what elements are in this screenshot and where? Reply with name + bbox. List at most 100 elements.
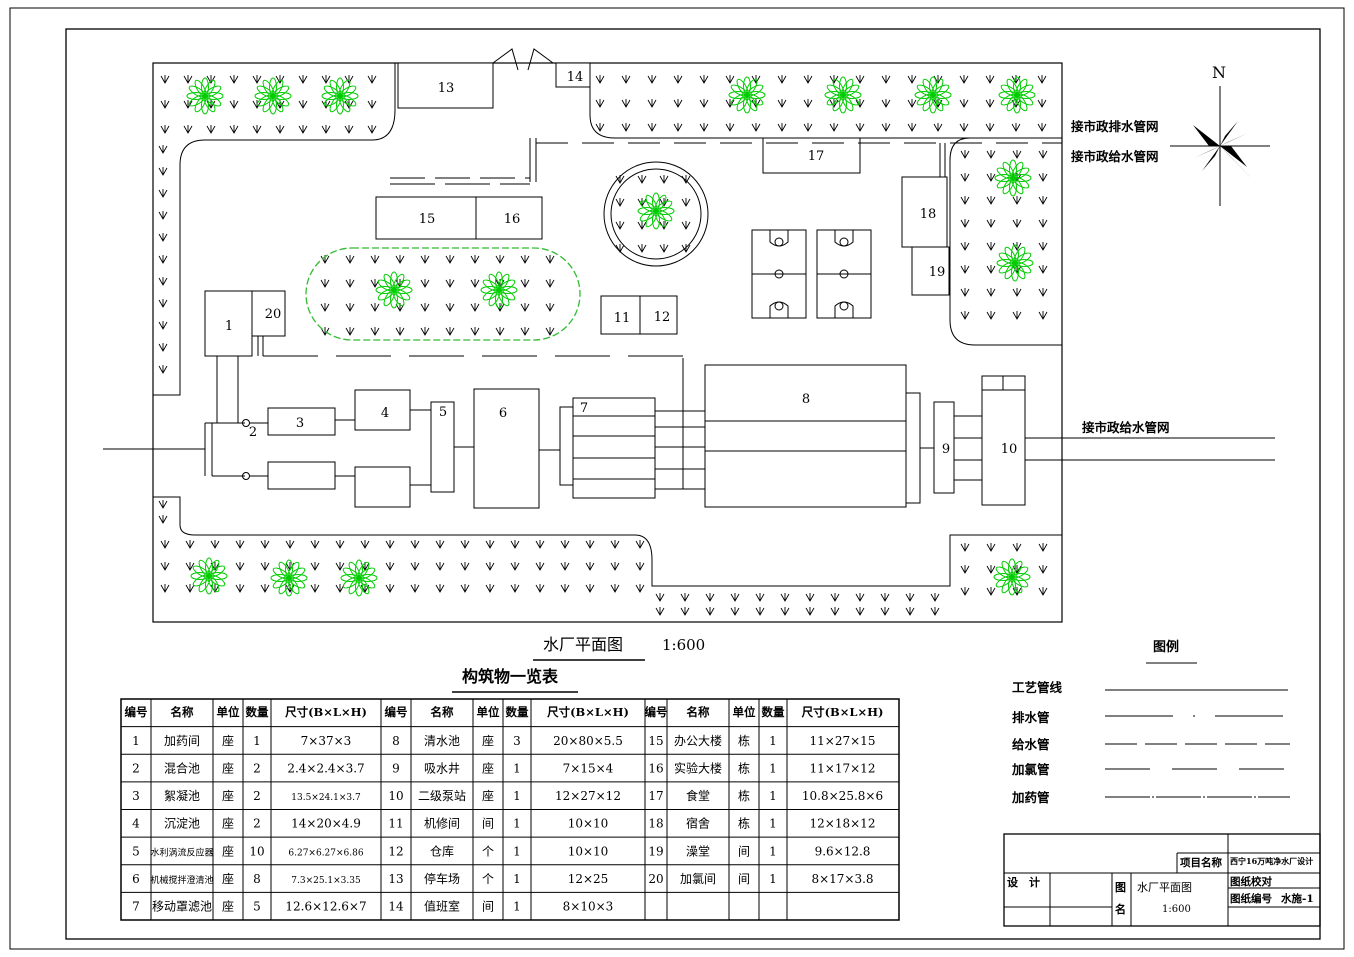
table-cell: 宿舍 <box>686 816 710 831</box>
tree-mark <box>470 326 480 336</box>
tree-mark <box>158 342 168 352</box>
tree-mark <box>545 278 555 288</box>
tree-mark <box>659 174 669 184</box>
tree-mark <box>930 606 940 616</box>
table-cell: 11×27×15 <box>810 734 876 748</box>
tree-mark <box>960 542 970 552</box>
tree-mark <box>510 583 520 593</box>
table-cell: 1 <box>513 844 521 858</box>
title-block: 项目名称 西宁16万吨净水厂设计 设 计 图 名 水厂平面图 1:600 图纸校… <box>1003 833 1321 927</box>
table-cell: 间 <box>482 817 494 831</box>
tree-mark <box>960 172 970 182</box>
tree-mark <box>751 122 761 132</box>
tree-mark <box>699 98 709 108</box>
tree-mark <box>160 583 170 593</box>
tree-mark <box>185 583 195 593</box>
north-label: N <box>1212 63 1226 82</box>
table-cell: 14×20×4.9 <box>291 817 361 831</box>
table-cell: 3 <box>132 789 140 803</box>
tree-mark <box>907 122 917 132</box>
table-cell: 栋 <box>738 760 750 775</box>
tree-mark <box>986 310 996 320</box>
tree-mark <box>345 278 355 288</box>
tree-mark <box>986 542 996 552</box>
tree-mark <box>986 218 996 228</box>
tree-mark <box>285 539 295 549</box>
tree-mark <box>681 174 691 184</box>
building-3b <box>267 461 336 490</box>
tree-mark <box>1038 310 1048 320</box>
tree-mark <box>158 232 168 242</box>
tree-mark <box>445 254 455 264</box>
tree-mark <box>805 606 815 616</box>
label-6: 6 <box>499 406 507 421</box>
table-cell: 座 <box>222 871 234 886</box>
table-cell: 座 <box>482 733 494 748</box>
tree-mark <box>470 302 480 312</box>
table-cell: 实验大楼 <box>674 760 722 775</box>
tree-mark <box>986 586 996 596</box>
table-cell: 12.6×12.6×7 <box>285 900 366 914</box>
tree-mark <box>1038 564 1048 574</box>
tree-mark <box>344 74 354 84</box>
tree-mark <box>560 561 570 571</box>
drawing-scale: 1:600 <box>1162 904 1191 915</box>
tree-mark <box>730 606 740 616</box>
tree-mark <box>158 514 168 524</box>
tree-mark <box>985 98 995 108</box>
tree-mark <box>183 124 193 134</box>
tree-mark <box>855 592 865 602</box>
label-12: 12 <box>654 310 671 325</box>
tree-mark <box>460 561 470 571</box>
tree-mark <box>585 539 595 549</box>
tree-mark <box>705 606 715 616</box>
tree-mark <box>655 592 665 602</box>
table-cell: 栋 <box>738 816 750 831</box>
tree-mark <box>310 539 320 549</box>
building-8-outlet <box>905 392 921 504</box>
tree-mark <box>777 122 787 132</box>
table-header-cell: 尺寸(B×L×H) <box>802 705 884 719</box>
drawing-name: 水厂平面图 <box>1137 881 1192 894</box>
plan-scale: 1:600 <box>662 636 705 654</box>
building-4b <box>354 466 411 508</box>
tree-mark <box>520 254 530 264</box>
table-cell: 16 <box>648 761 663 775</box>
building-12 <box>639 295 678 335</box>
design-label: 设 计 <box>1007 875 1040 889</box>
legend: 图例 工艺管线 排水管 给水管 加氯管 加药管 <box>1011 639 1290 805</box>
tree-mark <box>1038 149 1048 159</box>
building-6 <box>473 388 540 509</box>
tree-mark <box>435 561 445 571</box>
table-header-cell: 单位 <box>733 705 756 719</box>
tree-mark <box>585 583 595 593</box>
tree-mark <box>730 592 740 602</box>
table-cell: 3 <box>513 734 521 748</box>
building-17 <box>762 137 861 174</box>
tree-mark <box>680 606 690 616</box>
green-belts <box>152 63 1062 587</box>
tree-mark <box>370 302 380 312</box>
tree-mark <box>298 99 308 109</box>
legend-item-chlorine: 加氯管 <box>1011 762 1050 777</box>
legend-item-dosing: 加药管 <box>1011 790 1050 805</box>
tree-mark <box>370 326 380 336</box>
label-18: 18 <box>920 207 937 222</box>
table-cell: 1 <box>769 734 777 748</box>
table-cell: 10.8×25.8×6 <box>802 789 883 803</box>
table-header-cell: 编号 <box>645 705 668 719</box>
table-cell: 吸水井 <box>424 761 460 775</box>
table-cell: 14 <box>388 900 404 914</box>
table-header-cell: 数量 <box>246 705 269 719</box>
tree-mark <box>495 326 505 336</box>
tree-mark <box>681 220 691 230</box>
table-cell: 12×25 <box>568 872 609 886</box>
tree-mark <box>1011 122 1021 132</box>
tree-mark <box>647 74 657 84</box>
tree-mark <box>680 592 690 602</box>
table-cell: 12×27×12 <box>555 789 621 803</box>
label-15: 15 <box>419 212 436 227</box>
tree-mark <box>1037 74 1047 84</box>
tree-mark <box>621 74 631 84</box>
tree-mark <box>960 241 970 251</box>
